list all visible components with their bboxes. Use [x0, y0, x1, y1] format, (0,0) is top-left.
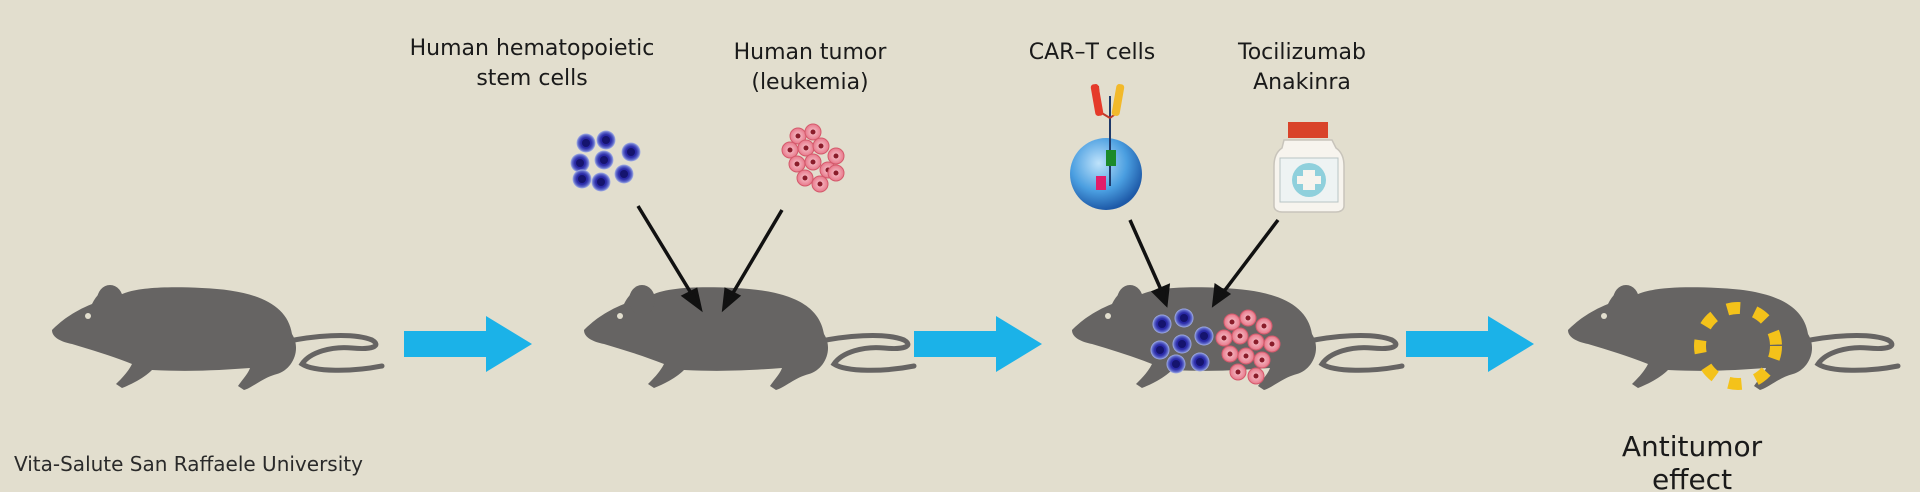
label-tumor: Human tumor (leukemia) — [720, 38, 900, 98]
label-drugs-line1: Tocilizumab — [1238, 40, 1366, 65]
process-arrow-icon — [1406, 316, 1534, 372]
drug-vial-icon — [1273, 122, 1345, 213]
label-drugs-line2: Anakinra — [1253, 70, 1351, 95]
label-tumor-line2: (leukemia) — [751, 70, 869, 95]
mouse-icon — [52, 285, 382, 390]
injection-arrow-icon — [636, 205, 784, 313]
label-tumor-line1: Human tumor — [733, 40, 887, 65]
label-drugs: Tocilizumab Anakinra — [1222, 38, 1382, 98]
label-car-t-text: CAR–T cells — [1028, 40, 1156, 65]
label-stem-cells: Human hematopoietic stem cells — [402, 34, 662, 94]
label-stem-cells-line2: stem cells — [476, 66, 588, 91]
mouse-icon — [584, 285, 914, 390]
label-car-t: CAR–T cells — [1012, 38, 1172, 68]
label-stem-cells-line1: Human hematopoietic — [409, 36, 655, 61]
footer-credit: Vita-Salute San Raffaele University — [14, 452, 363, 476]
tumor-cell-icon — [781, 123, 845, 193]
process-arrow-icon — [914, 316, 1042, 372]
process-arrow-icon — [404, 316, 532, 372]
antitumor-effect-label: Antitumor effect — [1621, 430, 1763, 496]
mouse-icon — [1568, 285, 1898, 390]
stem-cell-icon — [570, 130, 641, 192]
car-t-cell-icon — [1070, 84, 1142, 210]
antitumor-effect-icon — [1694, 302, 1782, 390]
injection-arrow-icon — [1128, 218, 1280, 308]
